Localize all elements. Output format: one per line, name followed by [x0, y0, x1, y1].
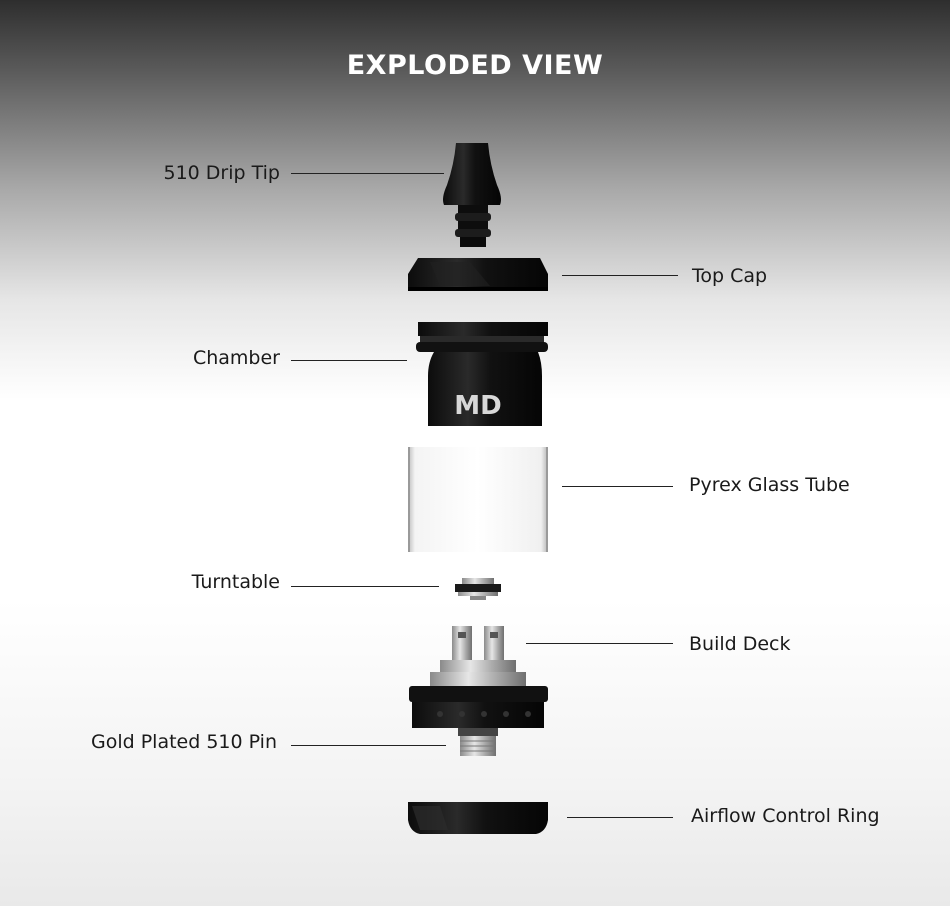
- diagram-title: EXPLODED VIEW: [346, 50, 604, 81]
- leader-drip-tip: [291, 173, 444, 174]
- leader-chamber: [291, 360, 407, 361]
- label-build-deck: Build Deck: [689, 633, 791, 655]
- leader-top-cap: [562, 275, 678, 276]
- label-drip-tip: 510 Drip Tip: [163, 162, 281, 184]
- turntable-part: [455, 578, 501, 600]
- label-chamber: Chamber: [192, 347, 280, 369]
- label-510-pin: Gold Plated 510 Pin: [90, 731, 277, 753]
- label-turntable: Turntable: [191, 571, 280, 593]
- glass-tube-part: [408, 447, 548, 552]
- leader-airflow-ring: [567, 817, 673, 818]
- leader-turntable: [291, 586, 439, 587]
- label-glass-tube: Pyrex Glass Tube: [689, 474, 850, 496]
- build-deck-part: [409, 626, 548, 728]
- label-top-cap: Top Cap: [692, 265, 768, 287]
- 510-pin-part: [458, 728, 498, 756]
- label-airflow-ring: Airflow Control Ring: [691, 805, 880, 827]
- drip-tip-part: [443, 143, 501, 247]
- chamber-logo: MD: [454, 391, 501, 421]
- leader-glass-tube: [562, 486, 673, 487]
- top-cap-part: [408, 258, 548, 291]
- airflow-ring-part: [408, 802, 548, 834]
- leader-build-deck: [526, 643, 673, 644]
- leader-510-pin: [291, 745, 446, 746]
- chamber-part: MD: [416, 322, 548, 426]
